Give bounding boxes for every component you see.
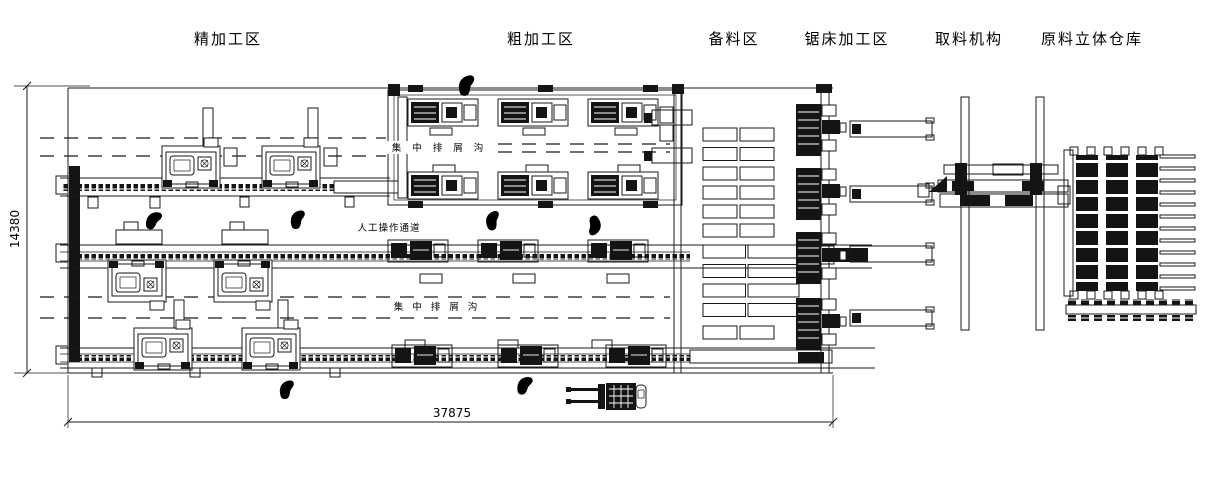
zone-label-picking-mechanism: 取料机构 (935, 30, 1003, 48)
dimension-annotations: 14380 37875 (8, 81, 838, 428)
zone-label-rough-machining: 粗加工区 (507, 30, 575, 48)
saw-machine (795, 231, 847, 285)
raw-material-warehouse (1063, 146, 1197, 321)
cnc-machine (161, 137, 221, 189)
cnc-machine (241, 319, 301, 371)
warehouse-infeed-conveyor (1065, 299, 1197, 321)
zone-label-raw-warehouse: 原料立体仓库 (1041, 30, 1143, 48)
building-outline (67, 87, 833, 374)
gantry-coupler-wedge (929, 176, 947, 192)
worker-figure (144, 209, 163, 232)
zone-label-fine-machining: 精加工区 (194, 30, 262, 48)
overall-length-dimension: 37875 (433, 406, 471, 420)
cnc-machine (213, 259, 273, 311)
zone-labels: 精加工区 粗加工区 备料区 锯床加工区 取料机构 原料立体仓库 (194, 30, 1143, 48)
rough-machine (407, 171, 479, 200)
fine-machining-row-top (55, 107, 399, 209)
floor-annotations: 集中排屑沟 人工操作通道 集中排屑沟 (357, 141, 495, 313)
cnc-machine (107, 259, 167, 311)
fine-machining-row-bottom (55, 319, 875, 378)
material-prep-area (644, 109, 800, 340)
forklift (566, 383, 647, 410)
cnc-machine (133, 319, 193, 371)
vertical-transfer-rail (69, 166, 80, 362)
chip-trench-label-rough: 集中排屑沟 (392, 142, 495, 154)
zone-label-saw-machining: 锯床加工区 (804, 30, 889, 48)
worker-figure (584, 214, 604, 237)
worker-figure (290, 210, 305, 230)
saw-outfeed-conveyors (849, 117, 935, 330)
rough-machine (407, 98, 479, 127)
worker-figure (279, 380, 294, 400)
cnc-machine (261, 137, 321, 189)
overall-width-dimension: 14380 (8, 210, 22, 248)
saw-machine (795, 167, 847, 221)
zone-label-material-prep: 备料区 (708, 30, 759, 48)
saw-machine (795, 103, 847, 157)
saw-machining-area (795, 84, 935, 374)
worker-figure (516, 375, 534, 397)
saw-machine (795, 297, 847, 351)
rough-machine (587, 171, 659, 200)
rough-machine (497, 98, 569, 127)
rough-machine (497, 171, 569, 200)
worker-figure (458, 75, 475, 96)
worker-figure (484, 210, 502, 232)
rack-arms (1159, 154, 1196, 291)
chip-trench-label-fine: 集中排屑沟 (394, 301, 487, 313)
manual-access-label: 人工操作通道 (357, 222, 420, 234)
material-picking-mechanism (917, 96, 1071, 331)
